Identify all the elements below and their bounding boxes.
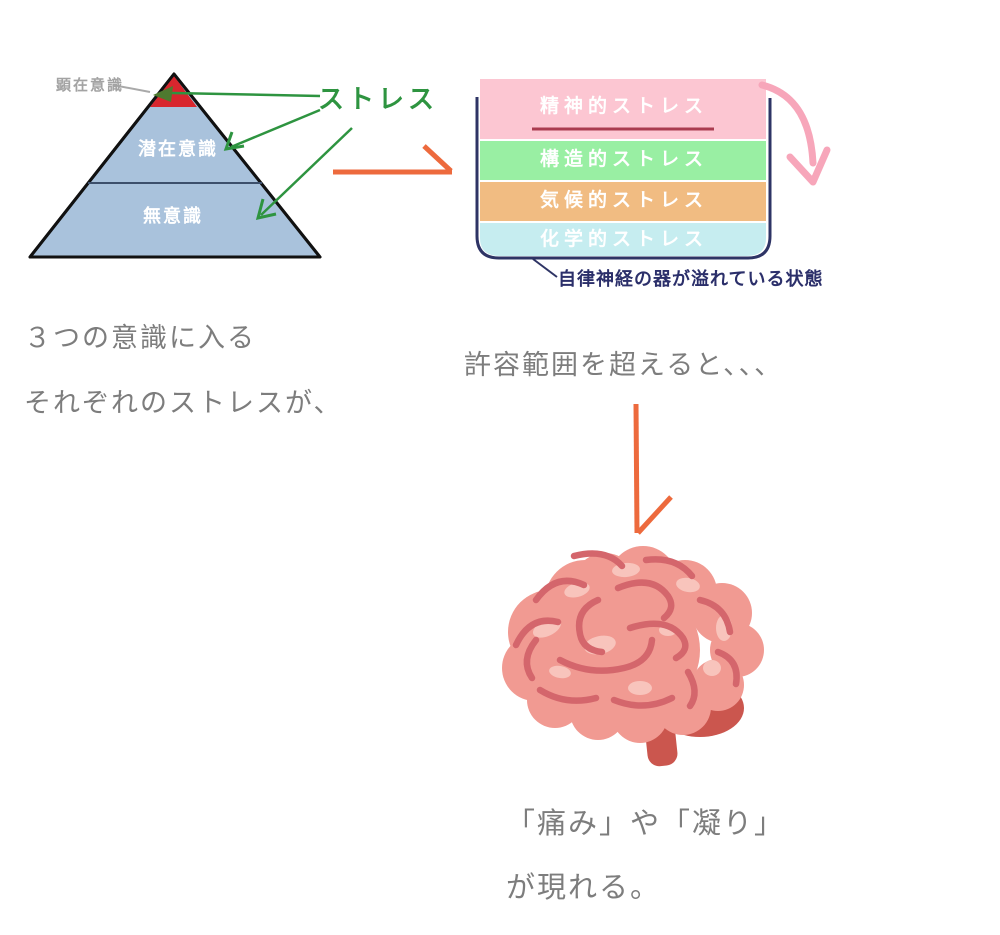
vessel-layer-climate	[480, 182, 766, 221]
unconscious-label: 無意識	[143, 206, 203, 226]
vessel-label-structural: 構造的ストレス	[539, 149, 709, 170]
brain-icon	[502, 546, 764, 767]
vessel-label-climate: 気候的ストレス	[539, 190, 709, 211]
brain-fold-lines	[512, 550, 740, 710]
stress-pointer-arrows	[153, 86, 353, 220]
green-arrow-line-2	[230, 108, 321, 149]
green-arrow-line-3	[260, 127, 353, 216]
result-caption-line1: 「痛み」や「凝り」	[506, 808, 786, 840]
conscious-label-connector	[112, 84, 151, 93]
subconscious-label: 潜在意識	[138, 139, 218, 159]
green-arrowhead-1	[153, 86, 173, 102]
orange-arrow-right-icon	[333, 144, 453, 175]
consciousness-pyramid	[28, 72, 322, 259]
vessel-label-chemical: 化学的ストレス	[539, 229, 709, 250]
green-arrowhead-2	[223, 131, 245, 151]
overflow-caption: 許容範囲を超えると、、、	[464, 350, 784, 380]
green-arrowhead-3	[255, 198, 277, 220]
orange-arrow-down-icon	[633, 403, 673, 535]
vessel-caption: 自律神経の器が溢れている状態	[558, 269, 824, 289]
vessel-layer-structural	[480, 141, 766, 180]
pyramid-top-red-section	[150, 76, 197, 107]
conscious-label: 顕在意識	[56, 77, 125, 94]
stress-vessel	[475, 79, 772, 278]
result-caption-line2: が現れる。	[506, 872, 662, 904]
green-arrow-line-1	[171, 91, 321, 98]
left-caption-line2: それぞれのストレスが、	[24, 388, 343, 418]
left-caption-line1: ３つの意識に入る	[24, 323, 256, 353]
stress-label: ストレス	[318, 84, 439, 114]
pink-overflow-arrow-icon	[758, 81, 831, 186]
vessel-caption-connector	[532, 258, 558, 278]
vessel-label-mental: 精神的ストレス	[539, 96, 709, 117]
vessel-layer-chemical	[480, 223, 766, 256]
vessel-outline	[475, 97, 772, 260]
